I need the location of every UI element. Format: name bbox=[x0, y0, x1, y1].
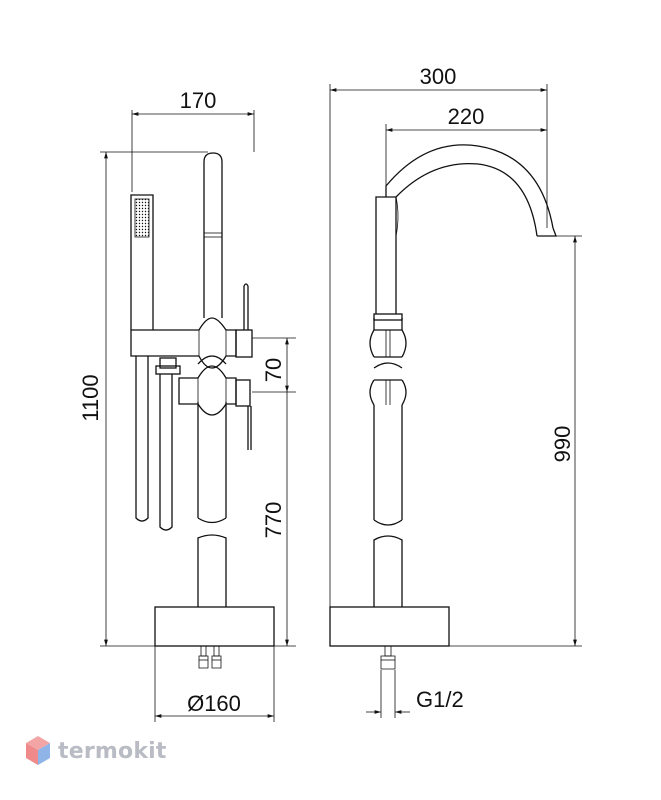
side-lower-column bbox=[373, 535, 403, 607]
dim-front-width: 170 bbox=[180, 88, 217, 113]
front-dimensions: 170 1100 70 770 Ø160 bbox=[78, 88, 296, 722]
dim-base-diameter: Ø160 bbox=[187, 691, 241, 716]
watermark-text: termokit bbox=[58, 738, 167, 764]
side-upper-column bbox=[373, 405, 403, 526]
watermark: termokit bbox=[24, 734, 167, 768]
dim-spout-height: 990 bbox=[550, 426, 575, 463]
front-lower-body bbox=[178, 365, 237, 416]
front-connectors bbox=[198, 645, 222, 669]
front-hand-shower bbox=[130, 194, 154, 330]
dim-spout-reach: 220 bbox=[448, 104, 485, 129]
shower-head-nozzles bbox=[134, 198, 150, 238]
side-hand-shower bbox=[375, 196, 397, 314]
dim-thread: G1/2 bbox=[416, 687, 464, 712]
side-gooseneck-outer bbox=[385, 144, 554, 229]
front-upper-column bbox=[197, 402, 227, 524]
cube-logo-icon bbox=[26, 736, 50, 765]
dim-total-height: 1100 bbox=[78, 374, 103, 421]
front-view bbox=[130, 152, 275, 669]
front-lower-column bbox=[197, 534, 227, 607]
side-base-block bbox=[329, 606, 450, 647]
dim-diverter-spacing: 70 bbox=[261, 358, 286, 382]
dim-lever-height: 770 bbox=[261, 502, 286, 539]
front-base-block bbox=[154, 606, 275, 647]
side-view bbox=[329, 144, 557, 670]
dim-side-reach: 300 bbox=[420, 64, 457, 89]
side-gooseneck-inner bbox=[395, 162, 538, 237]
side-connector bbox=[380, 645, 396, 670]
front-spout-column bbox=[203, 152, 223, 318]
front-upper-handle bbox=[235, 329, 253, 358]
front-mixer-body bbox=[130, 317, 237, 369]
front-lower-handle bbox=[235, 379, 251, 407]
side-dimensions: 300 220 990 G1/2 bbox=[329, 64, 582, 718]
